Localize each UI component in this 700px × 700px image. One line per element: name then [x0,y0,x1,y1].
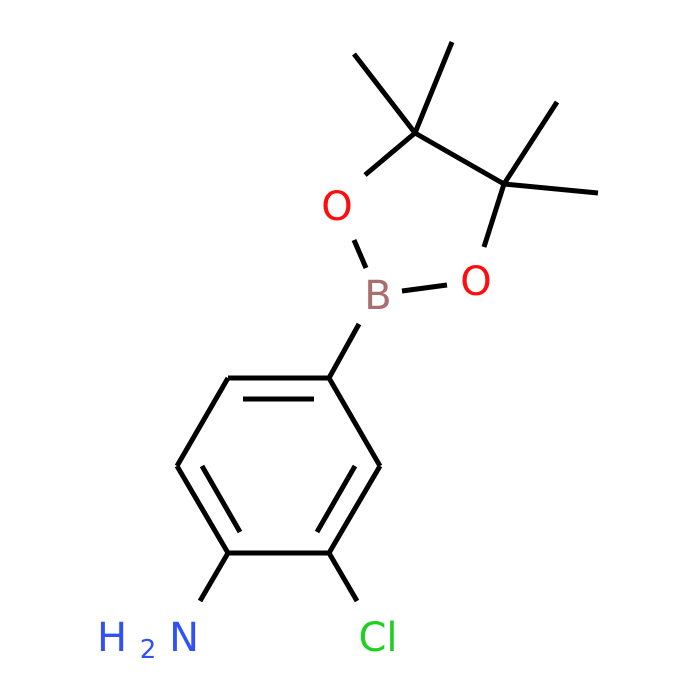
amine-subscript: 2 [140,635,157,665]
bond-oxygen-upper-to-carbon [363,131,417,177]
methyl-bond-2 [412,41,455,134]
bond-carbon-to-oxygen-right [481,183,507,248]
ring-bond-5-inner [199,464,243,534]
ring-bond-3 [326,464,383,555]
substituent-bonds [197,41,599,603]
methyl-bond-1 [352,52,417,135]
ring-bond-5 [174,464,231,555]
bond-boron-to-oxygen-right [401,282,448,294]
benzene-ring [174,375,383,556]
amine-group-label: H 2 N [97,615,199,673]
amine-hydrogen: H [97,615,127,661]
ring-bond-3-inner [314,464,358,534]
oxygen-right-atom-label: O [460,259,491,305]
boron-atom-label: B [364,273,391,319]
bond-boron-to-oxygen-upper [351,239,369,269]
methyl-bond-4 [503,181,599,196]
ring-bond-6 [174,376,231,468]
chlorine-atom-label: Cl [358,615,397,661]
oxygen-upper-atom-label: O [321,184,352,230]
bond-ring-to-amine [197,551,231,603]
bond-ring-to-boron [326,322,362,380]
bond-ring-to-chlorine [326,551,360,603]
methyl-bond-3 [501,100,560,186]
amine-nitrogen: N [169,615,199,661]
ring-bond-2 [326,376,383,468]
bond-carbon-to-carbon [413,130,506,187]
atom-labels: B O O Cl H 2 N [97,184,492,673]
